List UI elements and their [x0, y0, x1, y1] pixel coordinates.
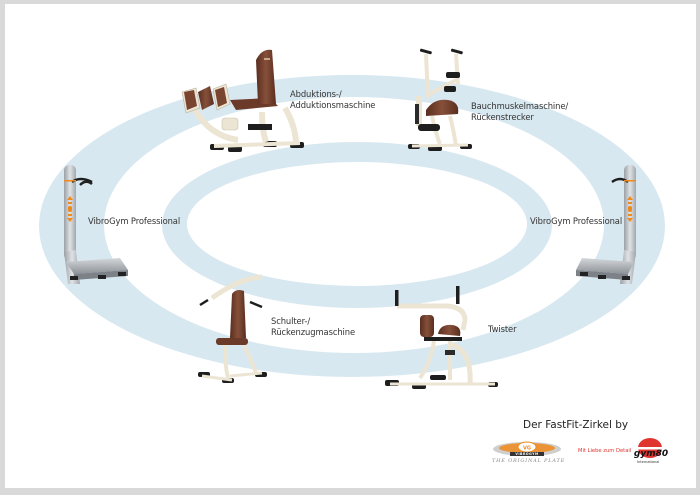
- gym80-subtitle: International: [637, 460, 660, 464]
- station-label-vibrogym-right: VibroGym Professional: [530, 216, 622, 227]
- label-line: Rückenstrecker: [471, 112, 534, 122]
- circuit-ring: [39, 75, 665, 377]
- svg-text:VIBROGYM: VIBROGYM: [515, 452, 538, 456]
- vibrogym-logo: VG VIBROGYM: [493, 441, 561, 456]
- label-line: Schulter-/: [271, 316, 311, 326]
- vibrogym-tagline: THE ORIGINAL PLATE: [492, 458, 566, 464]
- station-label-vibrogym-left: VibroGym Professional: [88, 216, 180, 227]
- label-line: Adduktionsmaschine: [290, 100, 376, 110]
- label-line: Abduktions-/: [290, 89, 342, 99]
- twister-machine-icon[interactable]: [385, 286, 498, 389]
- station-label-schulter: Schulter-/ Rückenzugmaschine: [271, 316, 355, 338]
- vibration-plate-icon[interactable]: [64, 165, 128, 284]
- label-line: VibroGym Professional: [530, 216, 623, 226]
- gym80-logo: gym80: [630, 438, 670, 459]
- station-label-twister: Twister: [488, 324, 517, 335]
- svg-text:gym80: gym80: [634, 449, 668, 459]
- label-line: Bauchmuskelmaschine/: [471, 101, 569, 111]
- station-label-abduktion: Abduktions-/ Adduktionsmaschine: [290, 89, 375, 111]
- label-line: Twister: [488, 324, 517, 334]
- station-label-bauchmuskel: Bauchmuskelmaschine/ Rückenstrecker: [471, 101, 568, 123]
- abduction-machine-icon[interactable]: [181, 49, 304, 152]
- vibration-plate-icon[interactable]: [576, 165, 636, 284]
- gym80-tagline: Mit Liebe zum Detail: [578, 448, 632, 454]
- abdominal-machine-icon[interactable]: [408, 48, 472, 151]
- label-line: VibroGym Professional: [88, 216, 181, 226]
- inner-ring-center: [187, 162, 527, 286]
- svg-text:VG: VG: [523, 446, 531, 452]
- footer-title: Der FastFit-Zirkel by: [523, 419, 629, 431]
- shoulder-press-machine-icon[interactable]: [198, 274, 267, 383]
- label-line: Rückenzugmaschine: [271, 327, 356, 337]
